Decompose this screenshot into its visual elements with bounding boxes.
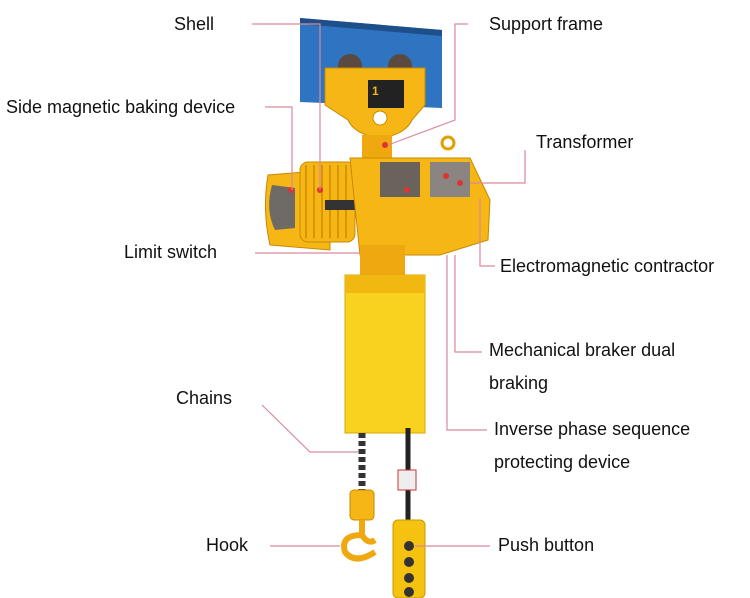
label-inverse-1: Inverse phase sequence [494,419,691,439]
label-mech-braker-2: braking [489,373,549,393]
label-limit-switch: Limit switch [124,242,218,262]
leader-side-magnetic [265,106,293,190]
leader-transformer [470,150,526,184]
hook [341,520,377,562]
label-transformer: Transformer [536,132,634,152]
label-support-frame: Support frame [489,14,604,34]
label-shell: Shell [174,14,215,34]
chain-box [344,274,426,434]
label-side-magnetic: Side magnetic baking device [6,97,236,117]
leader-mech-braker [454,255,482,353]
label-mech-braker-1: Mechanical braker dual [489,340,676,360]
leader-support-frame [387,23,468,146]
label-chains: Chains [176,388,233,408]
svg-text:1: 1 [372,84,379,98]
label-hook: Hook [206,535,249,555]
leader-inverse [446,255,487,431]
label-push-button: Push button [498,535,595,555]
leader-contractor [479,198,495,267]
label-contractor: Electromagnetic contractor [500,256,715,276]
leader-shell [252,23,321,190]
label-inverse-2: protecting device [494,452,631,472]
leader-chains [261,404,358,453]
